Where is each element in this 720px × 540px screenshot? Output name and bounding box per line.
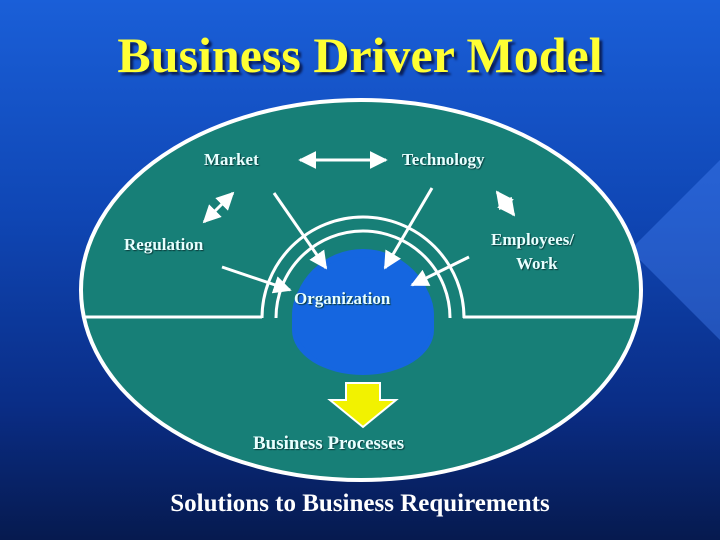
- employees-label-line2: Work: [516, 254, 558, 273]
- regulation-label: Regulation: [124, 235, 204, 254]
- market-regulation-arrow: [202, 191, 235, 224]
- page-title: Business Driver Model: [117, 27, 603, 83]
- market-organization-arrow: [272, 192, 328, 270]
- employees-label-line1: Employees/: [491, 230, 575, 249]
- organization-body: [292, 257, 434, 373]
- technology-label: Technology: [402, 150, 485, 169]
- down-block-arrow: [327, 382, 399, 429]
- background-accent-shape: [630, 160, 720, 340]
- market-label: Market: [204, 150, 259, 169]
- regulation-organization-arrow: [221, 265, 292, 294]
- technology-employees-arrow: [495, 190, 516, 217]
- organization-label: Organization: [294, 289, 391, 308]
- technology-organization-arrow: [383, 187, 434, 270]
- down-block-arrow-inner: [352, 388, 374, 402]
- footer-caption: Solutions to Business Requirements: [170, 490, 550, 517]
- outer-arch: [260, 215, 466, 319]
- employees-organization-arrow: [410, 255, 470, 287]
- business-processes-label: Business Processes: [253, 433, 405, 454]
